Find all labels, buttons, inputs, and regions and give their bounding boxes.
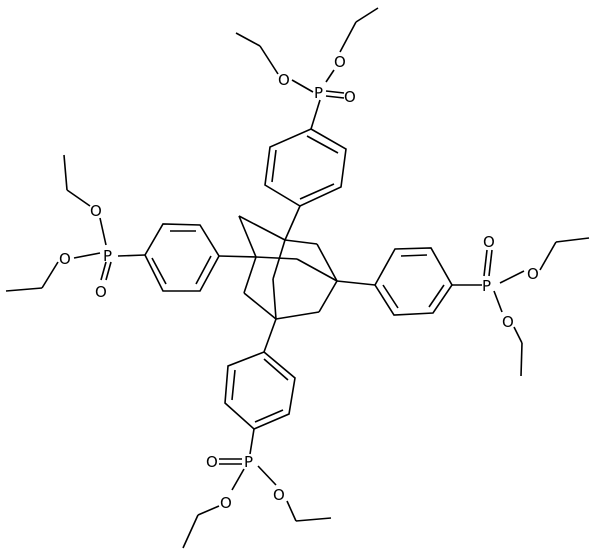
bond — [555, 237, 590, 243]
atom-o: O — [278, 71, 290, 89]
bond — [235, 32, 261, 47]
top-phosphonate-group: O O P O — [235, 7, 379, 130]
bond — [249, 428, 255, 455]
bond — [291, 79, 314, 93]
atom-p: P — [482, 277, 491, 295]
bond — [238, 215, 257, 258]
bond — [488, 249, 493, 277]
adamantane-core — [238, 215, 376, 353]
bond — [299, 183, 335, 200]
right-phosphonate-group: O P O O — [482, 233, 590, 377]
bond — [295, 517, 332, 522]
bond — [254, 409, 284, 423]
bottom-benzene-ring — [224, 351, 296, 455]
bond — [105, 261, 112, 281]
atom-o: O — [220, 494, 232, 512]
bond — [520, 342, 523, 377]
ring — [374, 247, 453, 316]
bond — [284, 205, 301, 241]
bond — [325, 69, 335, 83]
bond — [296, 258, 338, 282]
bond — [493, 290, 503, 313]
bond — [197, 505, 220, 516]
bond — [182, 514, 199, 549]
bond — [318, 280, 338, 313]
bond — [41, 261, 59, 289]
bond — [5, 287, 43, 292]
bond — [259, 45, 279, 75]
bond — [263, 318, 277, 353]
atom-o: O — [483, 233, 495, 251]
ring — [144, 223, 220, 292]
atom-o: O — [59, 250, 71, 268]
bond — [286, 500, 297, 522]
bond — [272, 239, 286, 280]
bond — [243, 292, 277, 320]
atom-o: O — [206, 453, 218, 471]
bond — [325, 90, 345, 94]
atom-o: O — [90, 202, 102, 220]
bond — [339, 21, 357, 53]
atom-o: O — [334, 53, 346, 71]
bond — [243, 256, 257, 294]
bond — [151, 257, 167, 285]
left-benzene-ring — [144, 223, 257, 292]
ring — [224, 351, 296, 430]
bond — [275, 311, 320, 320]
right-benzene-ring — [374, 247, 482, 316]
bond — [117, 254, 146, 257]
bond — [257, 465, 277, 486]
bond — [231, 369, 236, 401]
bond — [355, 7, 379, 23]
bond — [218, 255, 257, 258]
bond — [306, 135, 339, 154]
bond — [382, 284, 399, 309]
atom-o: O — [273, 486, 285, 504]
bond — [271, 149, 277, 183]
bond — [310, 99, 321, 130]
bond — [428, 284, 445, 308]
bond — [73, 252, 101, 259]
atom-o: O — [344, 88, 356, 106]
bond — [272, 278, 277, 320]
atom-o: O — [527, 265, 539, 283]
bond — [539, 241, 557, 271]
bond — [325, 95, 345, 99]
atom-p: P — [314, 84, 323, 102]
bond — [316, 243, 338, 282]
bond — [263, 358, 289, 381]
atom-o: O — [95, 283, 107, 301]
bond — [400, 254, 428, 257]
bottom-phosphonate-group: O P O O — [182, 453, 332, 549]
atom-o: O — [502, 313, 514, 331]
bond — [99, 217, 107, 246]
top-benzene-ring — [264, 128, 347, 241]
bond — [231, 468, 245, 491]
bond — [513, 326, 523, 344]
bond — [284, 239, 318, 245]
atom-p: P — [103, 247, 112, 265]
left-phosphonate-group: O O P O — [5, 154, 146, 301]
bond — [66, 189, 91, 207]
bond — [336, 280, 376, 286]
bond — [238, 215, 286, 241]
ring — [264, 128, 347, 207]
bond — [499, 270, 525, 284]
bond — [195, 255, 212, 285]
bond — [63, 154, 68, 191]
bond — [255, 256, 298, 260]
bond — [100, 261, 107, 281]
bond — [483, 249, 488, 277]
atom-p: P — [244, 453, 253, 471]
